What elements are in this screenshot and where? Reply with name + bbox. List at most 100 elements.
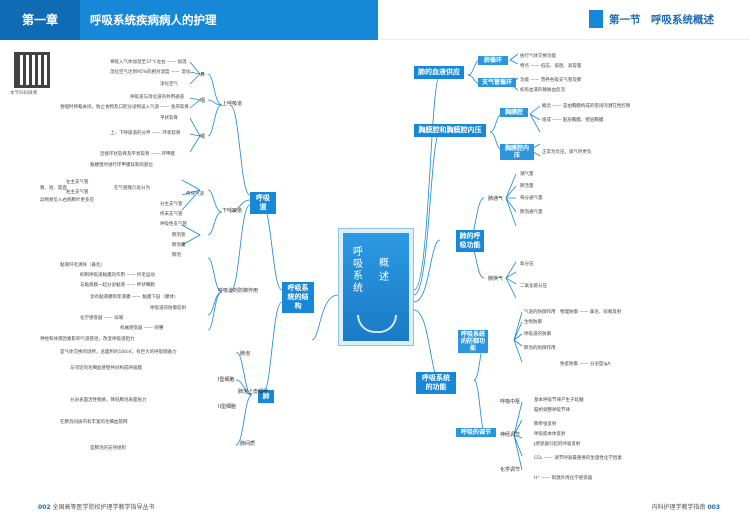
- leaf-defense-6: 机械感受器 —— 喷嚏: [120, 326, 164, 331]
- leaf-circ-1: 特点 —— 低压、低阻、高容量: [520, 64, 582, 69]
- label-interstitium: 肺间质: [240, 441, 256, 447]
- header-left-band: 第一章 呼吸系统疾病病人的护理: [0, 0, 378, 40]
- branch-airway[interactable]: 呼吸道: [250, 192, 276, 214]
- label-pharynx: 咽: [200, 98, 206, 104]
- label-lung-type1: I型细胞: [218, 377, 235, 383]
- label-defense: 呼吸道的防御作用: [218, 288, 259, 294]
- leaf-nose-5: 平状软骨: [160, 116, 178, 121]
- leaf-immune-3: 肺泡的防御作用: [524, 346, 556, 351]
- footer-right-text: 内科护理学教学指南: [651, 504, 706, 511]
- leaf-defense-5: 化学感受器 —— 咳嗽: [80, 316, 124, 321]
- node-pleural-pressure[interactable]: 胸膜腔内压: [500, 144, 534, 160]
- leaf-reg-0: 基本呼吸节律产生于延髓: [534, 398, 584, 403]
- leaf-nose-6: 上、下呼吸道的分界 —— 环状软骨: [110, 131, 181, 136]
- leaf-breath-3: 肺泡通气量: [520, 210, 543, 215]
- leaf-breath-2: 每分通气量: [520, 196, 543, 201]
- leaf-pleura-1: 组成 —— 脏层胸膜、壁层胸膜: [542, 118, 604, 123]
- branch-circulation[interactable]: 肺的血液供应: [414, 66, 464, 79]
- leaf-lower-9: 肺泡: [172, 253, 181, 258]
- page-number-right: 003: [707, 504, 720, 511]
- chapter-title: 呼吸系统疾病病人的护理: [90, 13, 217, 27]
- leaf-lower-7: 肺泡管: [172, 233, 186, 238]
- connector-lung: [261, 301, 283, 396]
- connector-structure: [311, 294, 339, 341]
- qr-caption: 本节扫码微课: [10, 91, 37, 96]
- leaf-lower-8: 肺泡囊: [172, 243, 186, 248]
- label-lung-epithelial: 肺泡上皮细胞: [238, 389, 269, 395]
- leaf-lower-note-1: 异物易坠入右侧肺叶更多见: [40, 198, 94, 203]
- leaf-reg-3: 呼吸肌本体反射: [534, 432, 566, 437]
- branch-structure[interactable]: 呼吸系统的结构: [282, 282, 314, 313]
- leaf-nose-3: 呼吸道与消化道的共用通道: [130, 95, 184, 100]
- footer-right: 内科护理学教学指南 003: [652, 502, 720, 511]
- label-lower: 下呼吸道: [222, 208, 243, 214]
- leaf-immune-2: 呼吸道的防御: [524, 332, 551, 337]
- leaf-defense-7: 神经和体液因素影响气道管径，改变呼吸道阻力: [40, 337, 135, 342]
- leaf-lung-note-1: 与邻近的毛细血管壁共同构成呼吸膜: [70, 366, 142, 371]
- node-bronchial-circ[interactable]: 支气管循环: [478, 78, 516, 87]
- leaf-nose-1: 湿化空气达到95%的相对湿度 —— 湿化: [110, 70, 191, 75]
- label-alveoli: 肺泡: [240, 351, 251, 357]
- leaf-lower-note-0: 粗、短、陡直: [40, 186, 67, 191]
- header-right-band: 第一节 呼吸系统概述: [380, 0, 750, 40]
- leaf-defense-0: 黏液纤毛清除（鼻毛）: [60, 263, 105, 268]
- leaf-lower-0: 左主支气管: [66, 180, 89, 185]
- leaf-circ-0: 执行气体交换功能: [520, 54, 556, 59]
- page-number-left: 002: [38, 504, 51, 511]
- page-header: 第一章 呼吸系统疾病病人的护理 第一节 呼吸系统概述: [0, 0, 750, 40]
- leaf-circ-2: 功能 —— 营养各级支气管及肺: [520, 78, 582, 83]
- label-ventilation: 肺通气: [488, 196, 504, 202]
- branch-function[interactable]: 呼吸系统的功能: [416, 372, 456, 394]
- leaf-lower-1: 右主支气管: [66, 190, 89, 195]
- leaf-reg-6: H⁺ —— 刺激外周化学感受器: [534, 476, 593, 481]
- chapter-label: 第一章: [0, 0, 80, 40]
- node-pulmonary-circ[interactable]: 肺循环: [478, 56, 508, 65]
- label-nose: 鼻: [200, 72, 206, 78]
- leaf-immune-5: 免疫防御 —— 分泌型IgA: [560, 362, 611, 367]
- leaf-breath-0: 潮气量: [520, 172, 534, 177]
- label-resp-center: 呼吸中枢: [500, 399, 521, 405]
- leaf-nose-4: 吞咽时将喉关闭，防止食物及口腔分泌物误入气道 —— 会厌软骨: [60, 105, 189, 110]
- leaf-lower-5: 终末支气管: [160, 212, 183, 217]
- leaf-nose-8: 喉梗阻时进行环甲膜穿刺的部位: [90, 163, 153, 168]
- leaf-lung-note-0: 是气体交换的场所，总面积约100㎡，有巨大的呼吸储备力: [60, 350, 177, 355]
- leaf-lower-6: 呼吸性支气管: [160, 222, 187, 227]
- label-upper: 上呼吸道: [222, 101, 243, 107]
- footer-left-text: 全国高等医学院校护理学教学指导丛书: [52, 504, 155, 511]
- page-footer: 002 全国高等医学院校护理学教学指导丛书 内科护理学教学指南 003: [0, 490, 750, 531]
- leaf-nose-7: 连接环状软骨及平状软骨 —— 环甲膜: [100, 152, 175, 157]
- label-larynx: 喉: [200, 134, 206, 140]
- branch-pleura[interactable]: 胸膜腔和胸膜腔内压: [414, 124, 486, 137]
- leaf-immune-4: 物理防御 —— 鼻毛、咳嗽反射: [560, 310, 622, 315]
- branch-lung[interactable]: 肺: [258, 390, 274, 403]
- branch-regulation[interactable]: 呼吸的调节: [456, 428, 496, 437]
- label-gas-exchange: 肺换气: [488, 276, 504, 282]
- center-topic: 呼吸系统 概述: [338, 228, 414, 346]
- leaf-lower-3: 传导气道: [186, 192, 204, 197]
- leaf-lung-note-2: 分泌表面活性物质，降低肺泡表面张力: [70, 398, 147, 403]
- leaf-breath-1: 肺活量: [520, 184, 534, 189]
- label-neural-reg: 神经调节: [500, 432, 521, 438]
- branch-immune[interactable]: 呼吸系统的防御功能: [458, 330, 488, 353]
- leaf-lung-note-3: 在肺泡间质内有丰富的毛细血管网: [60, 420, 128, 425]
- label-chemical-reg: 化学调节: [500, 467, 521, 473]
- section-title: 第一节 呼吸系统概述: [589, 10, 714, 28]
- leaf-immune-0: 气道的防御作用: [524, 310, 556, 315]
- leaf-lower-2: 在气管隆凸处分为: [114, 186, 150, 191]
- node-pleural-cavity[interactable]: 胸膜腔: [500, 108, 528, 117]
- leaf-pleura-0: 概念 —— 是由胸膜构成的密闭的潜在性腔隙: [542, 104, 631, 109]
- leaf-lower-4: 分主支气管: [160, 202, 183, 207]
- branch-breath[interactable]: 肺的呼吸功能: [456, 230, 484, 252]
- leaf-reg-2: 肺牵张反射: [534, 422, 557, 427]
- hands-icon: [357, 315, 397, 333]
- qr-code-icon[interactable]: [14, 52, 50, 88]
- leaf-reg-4: J感受器引起的呼吸反射: [534, 442, 581, 447]
- leaf-immune-1: 生物防御: [524, 320, 542, 325]
- leaf-defense-1: 抑制呼吸道黏膜的作用 —— 纤毛运动: [80, 273, 155, 278]
- leaf-defense-3: 含有黏液腺和浆液腺 —— 黏膜下层（腺体）: [90, 295, 179, 300]
- leaf-defense-4: 呼吸道的防御反射: [150, 306, 186, 311]
- center-title-main: 呼吸系统: [353, 247, 364, 294]
- leaf-reg-5: CO₂ —— 调节呼吸最重要的生理性化学因素: [534, 456, 622, 461]
- leaf-breath-4: 氧分压: [520, 262, 534, 267]
- label-lung-type2: II型细胞: [218, 404, 236, 410]
